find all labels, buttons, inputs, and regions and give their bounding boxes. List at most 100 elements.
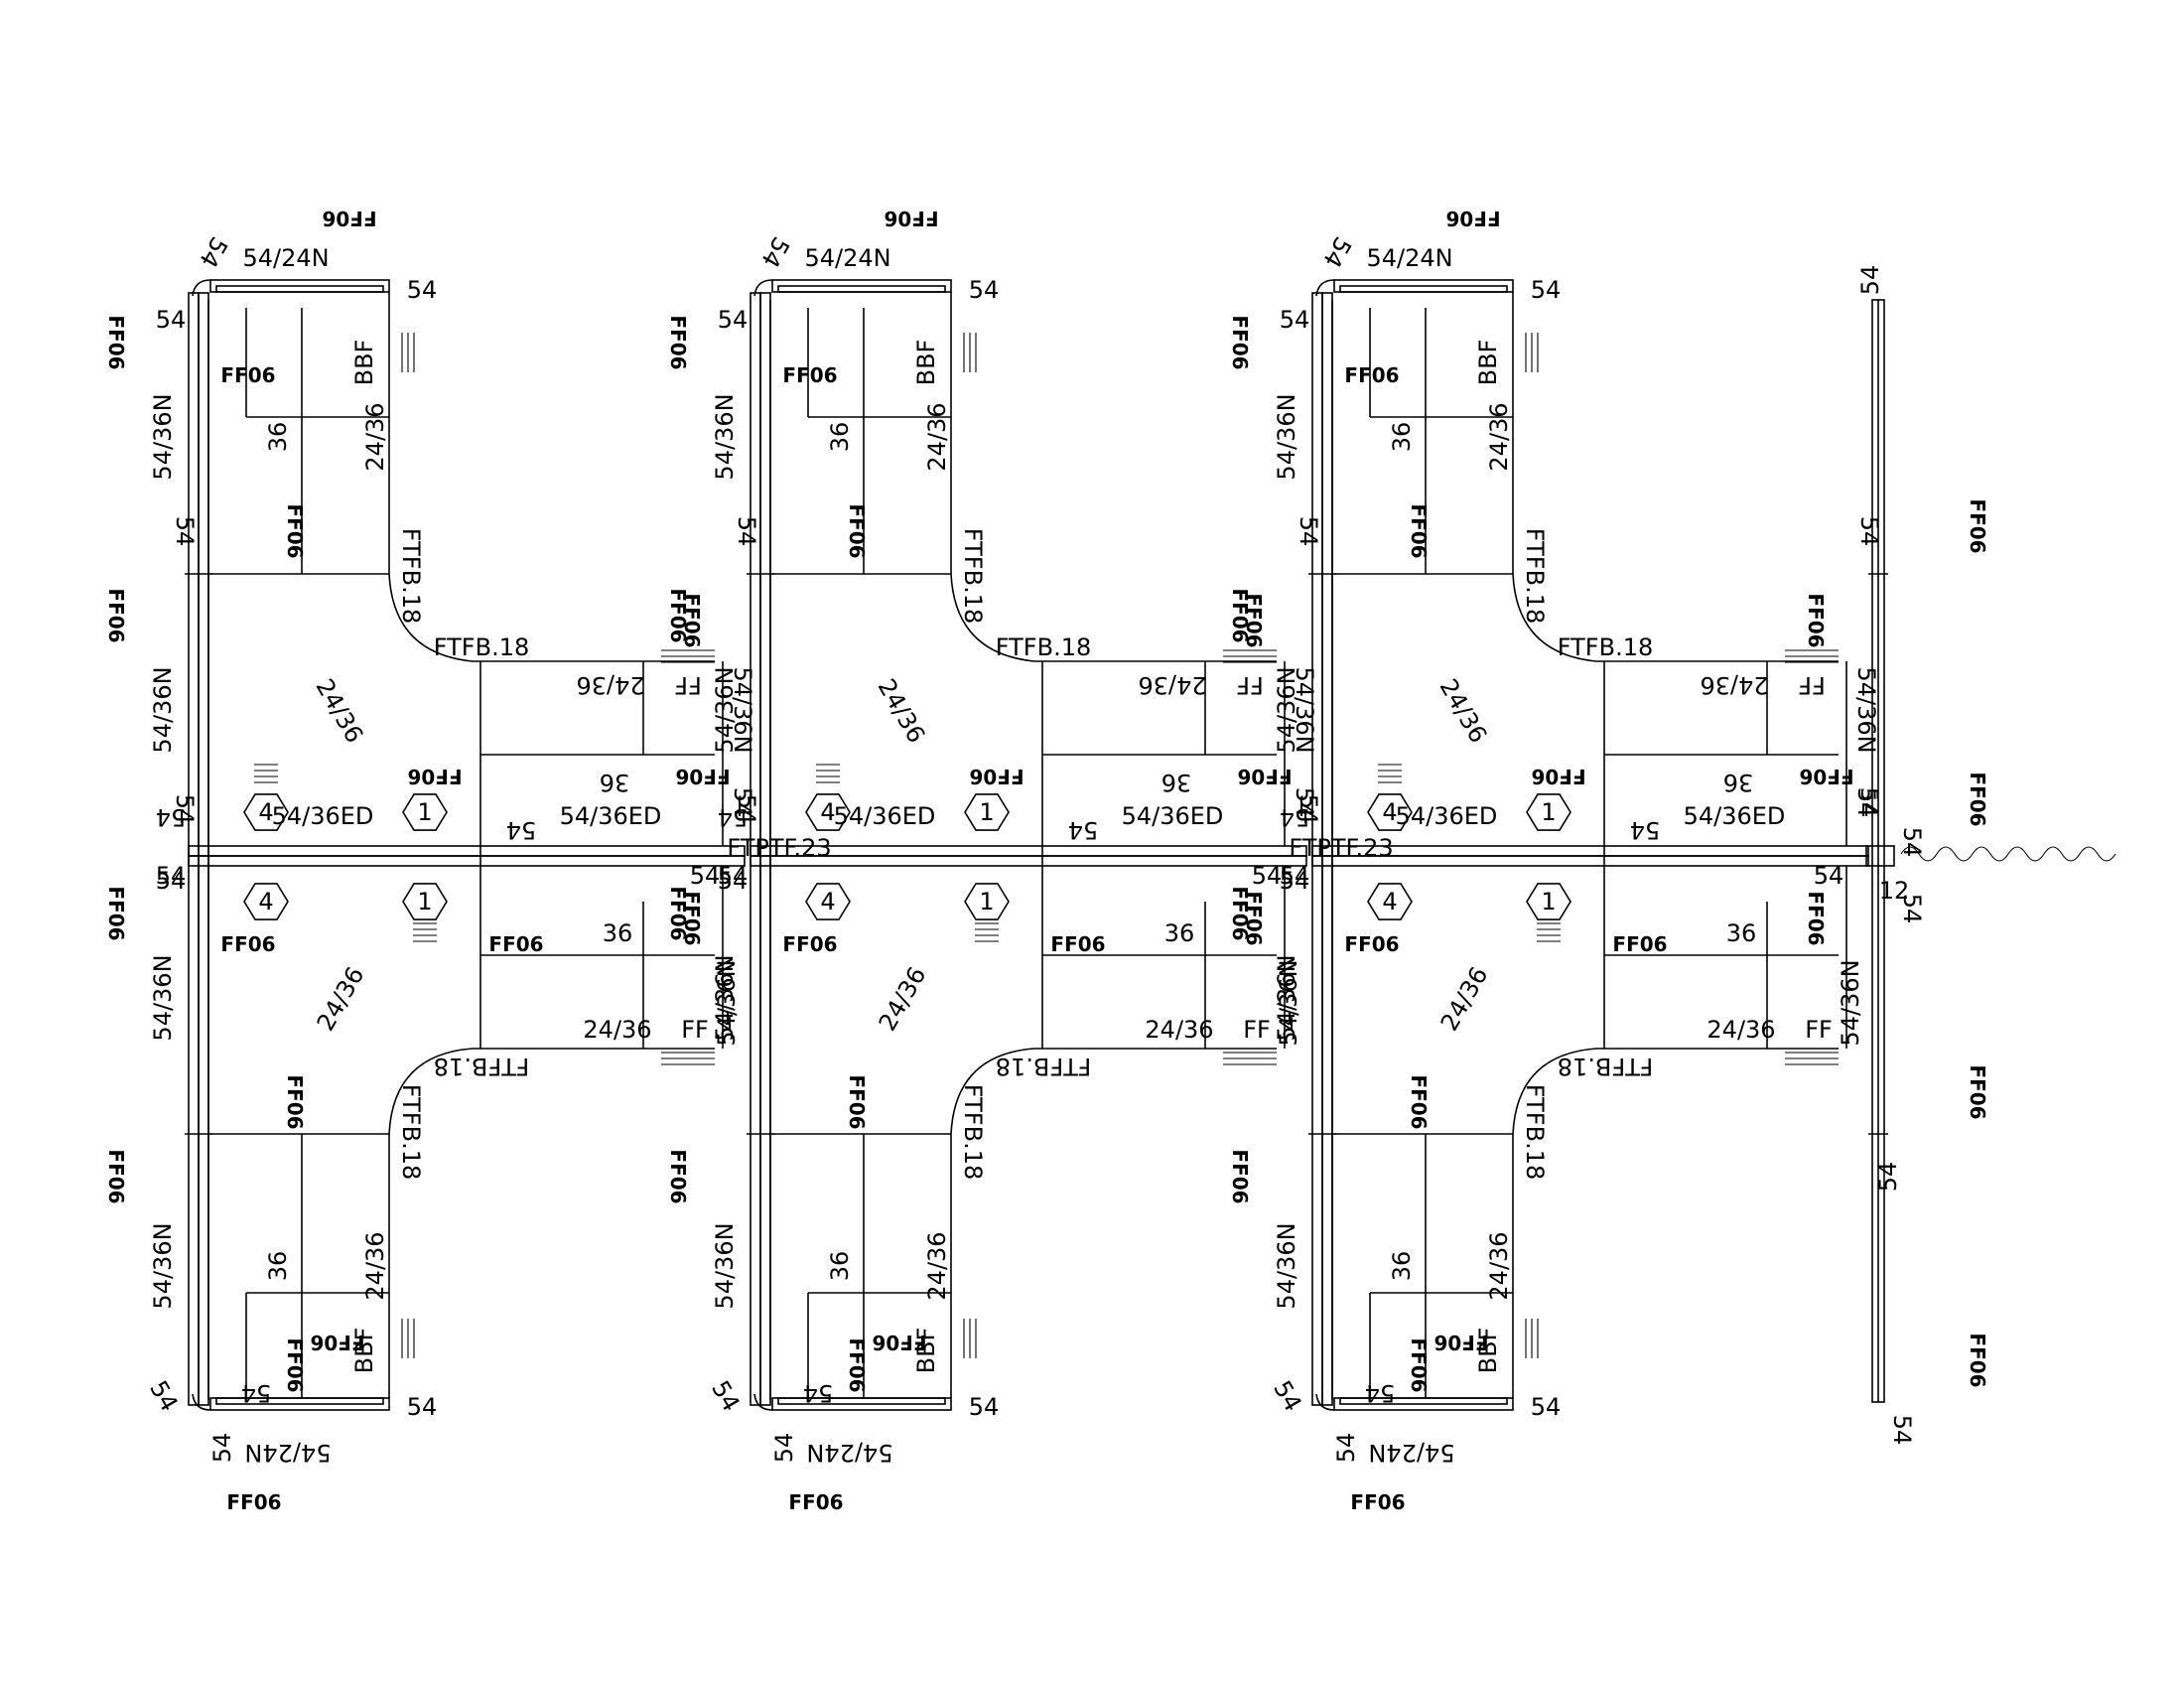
height-label: 54 [1280,306,1310,334]
end-post [1865,845,1895,867]
ftfb-label: FTFB.18 [959,1084,987,1180]
height-label: 54 [733,516,760,547]
outlet-hexagon [805,793,851,831]
ff-tag: FF06 [680,593,704,647]
bottom-panel-inner [1339,1397,1508,1405]
spine-panel-inner [198,292,209,1406]
height-label: 54 [1531,1393,1562,1421]
depth-label: 36 [264,422,292,453]
ff-tag: FF06 [310,1331,364,1354]
worksurface-curve [388,1048,715,1135]
ff-tag: FF06 [1228,886,1252,940]
height-label: 54 [156,803,187,831]
ff-tag: FF06 [220,932,275,956]
worksurface-label: 24/36 [873,674,931,748]
hatch-symbol [254,764,278,783]
number-label: 12 [1879,877,1910,905]
ff-tag: FF06 [788,1490,843,1514]
outlet-hexagon [1367,883,1413,920]
depth-label: 36 [264,1251,292,1282]
outlet-hexagon [243,793,289,831]
height-label: 54 [1280,803,1310,831]
panel-label: 54/36N [149,666,177,753]
outlet-hexagon [402,793,448,831]
panel-label: 54/36N [1275,959,1302,1046]
ff-tag: FF06 [680,891,704,945]
outlet-symbol-4: 4 [805,793,851,831]
height-label: 54 [407,1393,438,1421]
ftptf-label: FTPTF.23 [1289,834,1393,862]
depth-label: 36 [1164,919,1195,947]
ff-tag: FF06 [1966,772,1989,826]
ff-tag: FF06 [1407,1074,1431,1129]
depth-label: 36 [1388,1251,1416,1282]
ff-tag: FF06 [1228,1149,1252,1203]
workstation-clusters: FF06FF06FF06FF06FF06FF0654/24N54545454/2… [104,207,1880,1514]
height-label: 54 [969,1393,1000,1421]
ff-tag: FF06 [1407,503,1431,558]
worksurface-label: 24/36 [1485,1231,1513,1300]
ff-tag: FF06 [1445,207,1500,230]
panel-label: 54/36N [1852,666,1880,753]
hatch-symbol [401,1319,415,1358]
ftfb-label: FTFB.18 [1521,528,1549,624]
depth-label: 36 [1388,422,1416,453]
ff-tag: FF06 [104,886,128,940]
ff-tag: FF06 [1242,593,1266,647]
hatch-symbol [1223,649,1277,663]
ff-label: FF [1805,1016,1833,1044]
center-divider [750,845,1307,857]
bottom-panel-inner [777,1397,946,1405]
height-label: 54 [156,862,187,890]
outlet-hexagon [1367,793,1413,831]
hatch-symbol [963,333,977,372]
outlet-number: 4 [258,798,273,826]
height-label: 54 [1814,862,1844,890]
height-label: 54 [156,867,187,895]
height-label: 54 [969,276,1000,304]
corner-curve [192,279,211,297]
worksurface-label: 24/36 [874,962,932,1036]
worksurface-label: 24/36 [1435,962,1494,1036]
ff-tag: FF06 [872,1331,926,1354]
panel-label: 54/36N [713,959,741,1046]
center-divider-inner [1311,855,1869,867]
hatch-symbol [413,922,437,942]
height-label: 54 [1888,1415,1916,1446]
height-label: 54 [1068,816,1099,844]
height-label: 54 [144,1376,184,1416]
hatch-symbol [1223,1052,1277,1065]
ff-tag: FF06 [675,765,730,788]
outlet-hexagon [1526,793,1571,831]
worksurface-curve [1512,573,1839,662]
ftfb-label: FTFB.18 [1558,633,1653,661]
worksurface-label: 24/36 [361,402,389,471]
workstation-cluster-2: FF06FF06FF06FF06FF06FF0654/24N54545454/2… [666,207,1394,1514]
center-divider [188,845,746,857]
hatch-symbol [1525,333,1539,372]
outlet-symbol-4: 4 [243,793,289,831]
panel-label: 54/36ED [834,802,936,830]
worksurface-label: 24/36 [583,1016,651,1044]
outlet-hexagon [805,883,851,920]
height-label: 54 [803,1379,834,1407]
hatch-symbol [1785,1052,1839,1065]
outlet-symbol-1: 1 [402,883,448,920]
bbf-label: BBF [912,1328,940,1374]
worksurface-label: 24/36 [1706,1016,1775,1044]
outlet-hexagon [402,883,448,920]
worksurface-curve [1512,1048,1839,1135]
ff-tag: FF06 [1966,1064,1989,1119]
height-label: 54 [171,794,199,825]
ff-label: FF [681,1016,709,1044]
worksurface-curve [388,573,715,662]
height-label: 54 [171,516,199,547]
height-label: 54 [1280,867,1310,895]
ff-tag: FF06 [322,207,376,230]
ff-tag: FF06 [220,363,275,387]
panel-label-bottom: 54/24N [1368,1439,1454,1467]
panel-label-bottom: 54/24N [806,1439,892,1467]
outlet-number: 1 [979,798,994,826]
outlet-hexagon [964,793,1010,831]
